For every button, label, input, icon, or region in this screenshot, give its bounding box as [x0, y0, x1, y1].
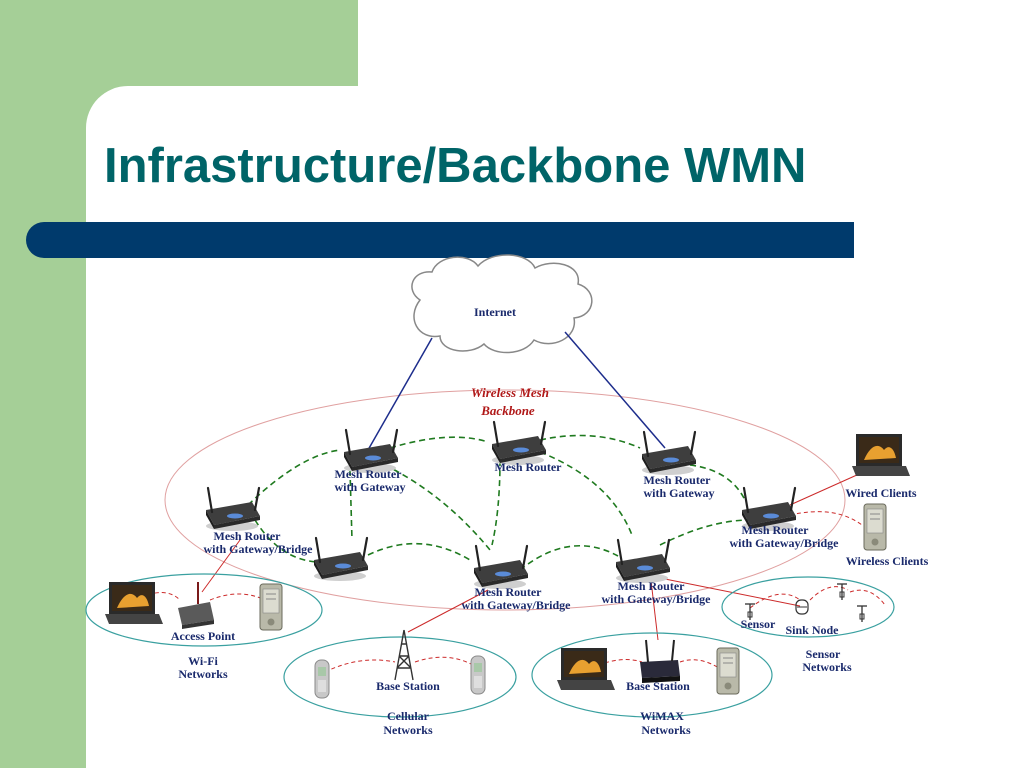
- mesh-router-bridge-icon: [614, 538, 672, 585]
- mesh-router-gateway-icon: [640, 430, 698, 477]
- wimax-network-label: WiMAX: [640, 709, 684, 723]
- router-label: with Gateway/Bridge: [602, 592, 712, 606]
- content-panel: [86, 86, 1024, 768]
- mesh-router-icon: [490, 420, 548, 467]
- router-label: Mesh Router: [475, 585, 543, 599]
- internet-link: [564, 331, 666, 449]
- phone-icon: [470, 655, 486, 695]
- sensor-label: Sensor: [741, 617, 776, 631]
- router-label: with Gateway/Bridge: [204, 542, 314, 556]
- sensor-icon: [856, 605, 868, 623]
- sensor-network: Sensor Sink Node Sensor Networks: [721, 576, 895, 674]
- cellular-network: Base Station Cellular Networks: [283, 629, 517, 737]
- router-label: with Gateway: [644, 486, 715, 500]
- pda-icon: [716, 647, 740, 695]
- cellular-network-label: Networks: [383, 723, 433, 737]
- base-station-label: Base Station: [376, 679, 440, 693]
- sensor-network-label: Sensor: [806, 647, 841, 661]
- sink-node-icon: [795, 599, 809, 615]
- internet-cloud: Internet: [411, 254, 593, 354]
- wimax-base-station-icon: [640, 639, 680, 683]
- router-label: Mesh Router: [742, 523, 810, 537]
- wimax-network: Base Station WiMAX Networks: [531, 632, 773, 737]
- router-label: Mesh Router: [618, 579, 686, 593]
- phone-icon: [314, 659, 330, 699]
- slide-title: Infrastructure/Backbone WMN: [104, 139, 807, 193]
- backbone-ellipse: [164, 389, 846, 611]
- pda-icon: [863, 503, 887, 551]
- access-point-label: Access Point: [171, 629, 235, 643]
- backbone-label-line2: Backbone: [480, 403, 535, 418]
- mesh-router-bridge-icon: [204, 486, 262, 533]
- router-label: with Gateway/Bridge: [462, 598, 572, 612]
- wifi-network-label: Wi-Fi: [188, 654, 218, 668]
- pda-icon: [259, 583, 283, 631]
- router-label: Mesh Router: [644, 473, 712, 487]
- laptop-icon: [557, 648, 615, 690]
- router-label: Mesh Router: [495, 460, 563, 474]
- internet-label: Internet: [474, 305, 516, 319]
- router-label: with Gateway: [335, 480, 406, 494]
- wireless-clients-label: Wireless Clients: [846, 554, 929, 568]
- router-label: with Gateway/Bridge: [730, 536, 840, 550]
- router-label: Mesh Router: [335, 467, 403, 481]
- sensor-network-label: Networks: [802, 660, 852, 674]
- title-underline-bar: [26, 222, 854, 258]
- mesh-router-bridge-icon: [472, 544, 530, 591]
- internet-link: [367, 337, 433, 451]
- sensor-icon: [836, 583, 848, 601]
- backbone-label-line1: Wireless Mesh: [471, 385, 549, 400]
- wired-clients-label: Wired Clients: [845, 486, 917, 500]
- wifi-network: Access Point Wi-Fi Networks: [85, 573, 323, 681]
- router-label: Mesh Router: [214, 529, 282, 543]
- laptop-icon: [105, 582, 163, 624]
- wimax-network-label: Networks: [641, 723, 691, 737]
- mesh-router-icon: [312, 536, 370, 583]
- base-station-label: Base Station: [626, 679, 690, 693]
- access-point-icon: [178, 582, 214, 629]
- cellular-network-label: Cellular: [387, 709, 430, 723]
- laptop-icon: [852, 434, 910, 476]
- sink-node-label: Sink Node: [785, 623, 839, 637]
- wifi-network-label: Networks: [178, 667, 228, 681]
